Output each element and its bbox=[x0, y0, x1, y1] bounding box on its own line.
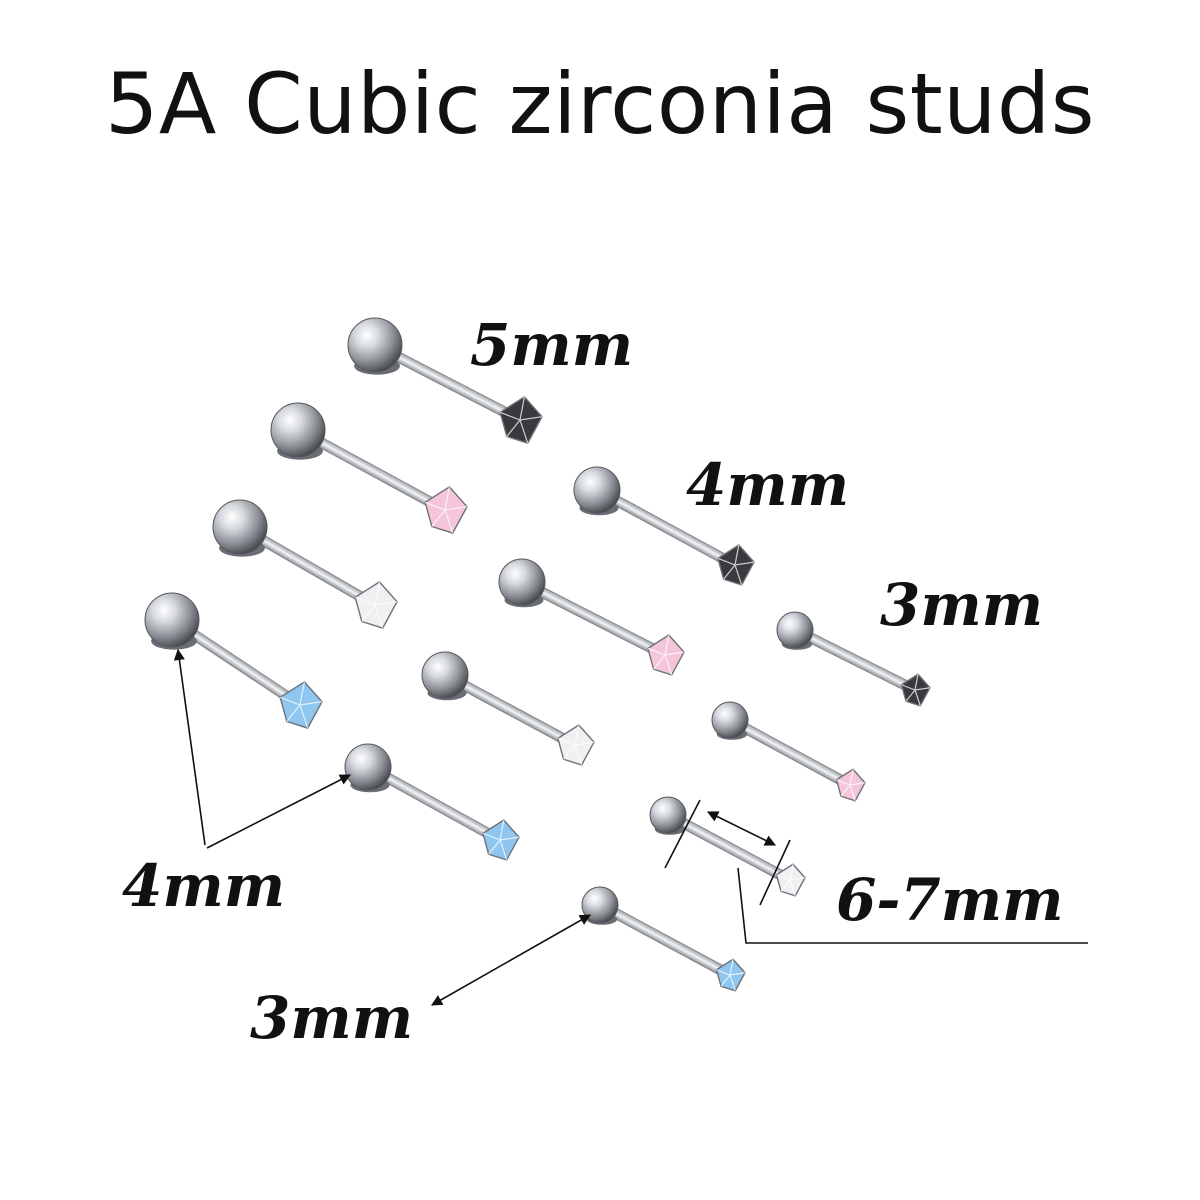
label-4mm-top: 4mm bbox=[686, 451, 849, 519]
stud-ball bbox=[776, 611, 814, 649]
label-5mm: 5mm bbox=[470, 311, 633, 379]
stud-ball bbox=[573, 466, 621, 514]
stud-ball bbox=[344, 743, 392, 791]
stud-1 bbox=[347, 317, 543, 444]
stud-9 bbox=[776, 611, 931, 707]
stud-2 bbox=[270, 402, 468, 534]
arrow-bar-length bbox=[706, 811, 777, 846]
stud-6 bbox=[498, 558, 685, 676]
stud-ball bbox=[421, 651, 469, 699]
page-title: 5A Cubic zirconia studs bbox=[104, 55, 1095, 153]
stud-4 bbox=[144, 592, 323, 729]
label-3mm-top: 3mm bbox=[880, 571, 1043, 639]
stud-12 bbox=[581, 886, 746, 992]
stud-ball bbox=[212, 499, 268, 555]
stud-7 bbox=[421, 651, 595, 766]
arrow-4mm-b bbox=[206, 774, 351, 849]
stud-ball bbox=[649, 796, 687, 834]
bar-tick-left bbox=[664, 799, 701, 869]
stud-ball bbox=[498, 558, 546, 606]
stud-ball bbox=[581, 886, 619, 924]
arrow-3mm bbox=[431, 914, 591, 1006]
stud-ball bbox=[347, 317, 403, 373]
stud-gem-facets bbox=[647, 634, 685, 676]
arrow-4mm-a bbox=[173, 648, 206, 846]
stud-ball bbox=[711, 701, 749, 739]
stud-gem-facets bbox=[557, 724, 595, 766]
stud-gem-facets bbox=[776, 864, 806, 896]
stud-gem-facets bbox=[482, 819, 520, 861]
stud-gem-facets bbox=[836, 769, 866, 801]
label-6-7mm: 6-7mm bbox=[836, 866, 1064, 934]
stud-ball bbox=[270, 402, 326, 458]
stud-gem-facets bbox=[717, 544, 755, 586]
stud-8 bbox=[344, 743, 520, 861]
bar-leader-line bbox=[737, 867, 1088, 944]
stud-bar bbox=[597, 900, 733, 980]
label-4mm-ball: 4mm bbox=[122, 852, 285, 920]
stud-gem-facets bbox=[354, 581, 398, 629]
stud-5 bbox=[573, 466, 755, 586]
bar-tick-right bbox=[759, 839, 791, 906]
stud-gem-facets bbox=[901, 674, 931, 706]
stud-ball bbox=[144, 592, 200, 648]
stud-gem-facets bbox=[424, 486, 468, 534]
stud-gem-facets bbox=[716, 959, 746, 991]
stud-gem-facets bbox=[499, 396, 543, 444]
stud-11 bbox=[649, 796, 806, 897]
stud-3 bbox=[212, 499, 398, 629]
stud-gem-facets bbox=[279, 681, 323, 729]
studs-layer bbox=[144, 317, 931, 992]
annotation-lines bbox=[173, 648, 1088, 1006]
label-3mm-ball: 3mm bbox=[250, 984, 413, 1052]
stud-10 bbox=[711, 701, 866, 802]
